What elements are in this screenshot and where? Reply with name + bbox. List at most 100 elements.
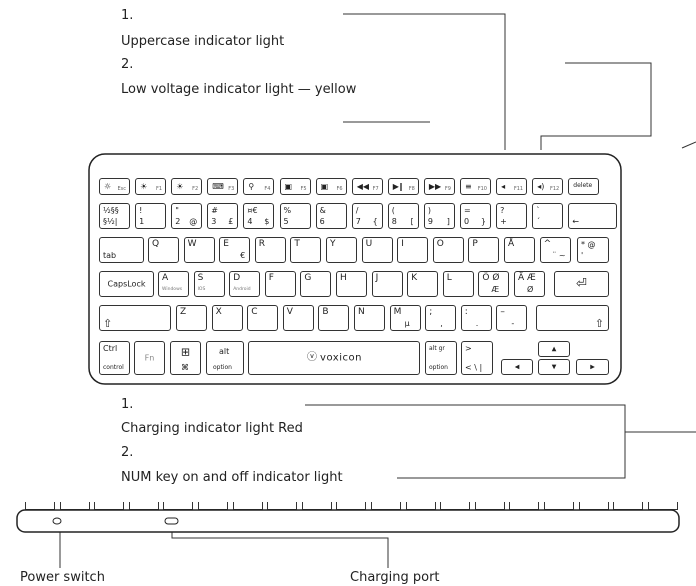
fn-key-sublabel: F11 — [513, 186, 524, 192]
num-key-1: !1 — [135, 203, 167, 229]
tab-key: tab — [99, 237, 144, 263]
key-alt-label: $ — [264, 217, 270, 226]
arrow-down-icon: ▼ — [551, 363, 557, 371]
key-bottom-label: ´ — [536, 217, 541, 226]
key-sub-label: . — [475, 319, 479, 328]
letter-key-P: P — [468, 237, 500, 263]
key-main-label: Q — [152, 239, 160, 249]
key-sub-label: μ — [404, 319, 410, 328]
fn-key-sublabel: F7 — [372, 186, 379, 192]
key-sub-label: Æ — [491, 285, 500, 294]
angle-bracket-key: >< \ | — [461, 341, 493, 375]
key-top-label: / — [355, 206, 359, 215]
key-main-label: I — [401, 239, 404, 249]
enter-icon: ⏎ — [576, 276, 587, 292]
num-key-6: &6 — [315, 203, 347, 229]
num-key-3: #3£ — [207, 203, 239, 229]
letter-key-I: I — [397, 237, 429, 263]
letter-key-R: R — [254, 237, 286, 263]
key-main-label: U — [365, 239, 373, 249]
key-alt-label: ] — [446, 217, 450, 226]
command-icon: ⌘ — [181, 363, 189, 372]
fn-key-icon: ▣ — [284, 182, 293, 191]
letter-key-9: –- — [496, 305, 528, 331]
key-alt-label: { — [372, 217, 378, 226]
ctrl-label: Ctrl — [103, 344, 118, 353]
key-sub-label: IOS — [197, 287, 206, 292]
voxicon-logo: voxicon — [320, 352, 362, 364]
fn-key-6: ▣F6 — [315, 178, 347, 195]
letter-key-E: E€ — [219, 237, 251, 263]
capslock-key: CapsLock — [99, 271, 154, 297]
key-bottom-label: ' — [581, 251, 584, 260]
fn-key-4: ⚲F4 — [243, 178, 275, 195]
middle-callout-num-1: 1. — [121, 397, 134, 412]
key-top-label: % — [283, 206, 292, 215]
key-alt-label: [ — [410, 217, 414, 226]
capslock-label: CapsLock — [107, 279, 146, 289]
middle-callout-num-2: 2. — [121, 445, 134, 460]
num-key-5: %5 — [279, 203, 311, 229]
key-sub-label: Ø — [527, 285, 534, 294]
key-top-label: ( — [391, 206, 395, 215]
top-callout-num-2: 2. — [121, 57, 134, 72]
fn-key-13: delete — [568, 178, 600, 195]
fn-key-3: ⌨F3 — [207, 178, 239, 195]
alt-gr-label: alt gr — [429, 345, 445, 352]
key-bottom-label: 0 — [464, 217, 470, 226]
key-top-label: ½§§ — [103, 206, 119, 215]
fn-key-icon: ▶▶ — [428, 182, 442, 191]
key-alt-label: @ — [189, 217, 198, 226]
fn-key-icon: delete — [573, 182, 593, 189]
key-alt-label: ¨ ~ — [552, 251, 566, 260]
control-label: control — [103, 364, 124, 371]
fn-key-5: ▣ F5 — [279, 178, 311, 195]
letter-key-O: O — [432, 237, 464, 263]
fn-key-icon: ▣ — [320, 182, 329, 191]
key-main-label: J — [375, 273, 379, 283]
key-main-label: O — [436, 239, 444, 249]
tab-label: tab — [103, 251, 117, 260]
keyboard-illustration: ☼Esc☀F1☀F2⌨F3⚲F4▣F5▣F6◀◀F7▶‖F8▶▶F9≡F10◂F… — [88, 153, 622, 385]
fn-key-0: ☼Esc — [99, 178, 130, 195]
key-main-label: K — [411, 273, 418, 283]
fn-key-icon: ☀ — [140, 182, 148, 191]
letter-key-5: N — [354, 305, 385, 331]
letter-key-5: H — [336, 271, 367, 297]
arrow-right-key: ▶ — [576, 359, 609, 375]
key-main-label: P — [472, 239, 478, 249]
letter-key-U: U — [361, 237, 393, 263]
key-bottom-label: 2 — [175, 217, 181, 226]
option-label: option — [429, 364, 448, 371]
fn-key-7: ◀◀F7 — [351, 178, 383, 195]
windows-icon: ⊞ — [180, 345, 191, 359]
windows-key: ⊞⌘ — [170, 341, 201, 375]
alt-gr-key: alt gr option — [425, 341, 457, 375]
fn-key-sublabel: F5 — [300, 186, 307, 192]
asterisk-key: * @ ' — [577, 237, 609, 263]
key-top-label: & — [319, 206, 326, 215]
top-callout-num-1: 1. — [121, 8, 134, 23]
key-bottom-label: 8 — [391, 217, 397, 226]
key-main-label: F — [268, 273, 274, 283]
fn-key-icon: ☼ — [104, 182, 112, 191]
fn-key-sublabel: F1 — [156, 186, 163, 192]
key-sub-label: , — [440, 319, 443, 328]
key-top-label: * @ — [581, 240, 596, 249]
fn-key-2: ☀F2 — [171, 178, 203, 195]
num-key-9: )9] — [423, 203, 455, 229]
key-main-label: Y — [330, 239, 336, 249]
alt-label: alt — [219, 347, 230, 356]
fn-key-10: ≡F10 — [460, 178, 491, 195]
arrow-down-key: ▼ — [538, 359, 570, 375]
fn-key-1: ☀ F1 — [135, 178, 167, 195]
key-main-label: V — [286, 307, 293, 317]
num-key-2: "2@ — [171, 203, 203, 229]
key-alt-label: } — [480, 217, 486, 226]
